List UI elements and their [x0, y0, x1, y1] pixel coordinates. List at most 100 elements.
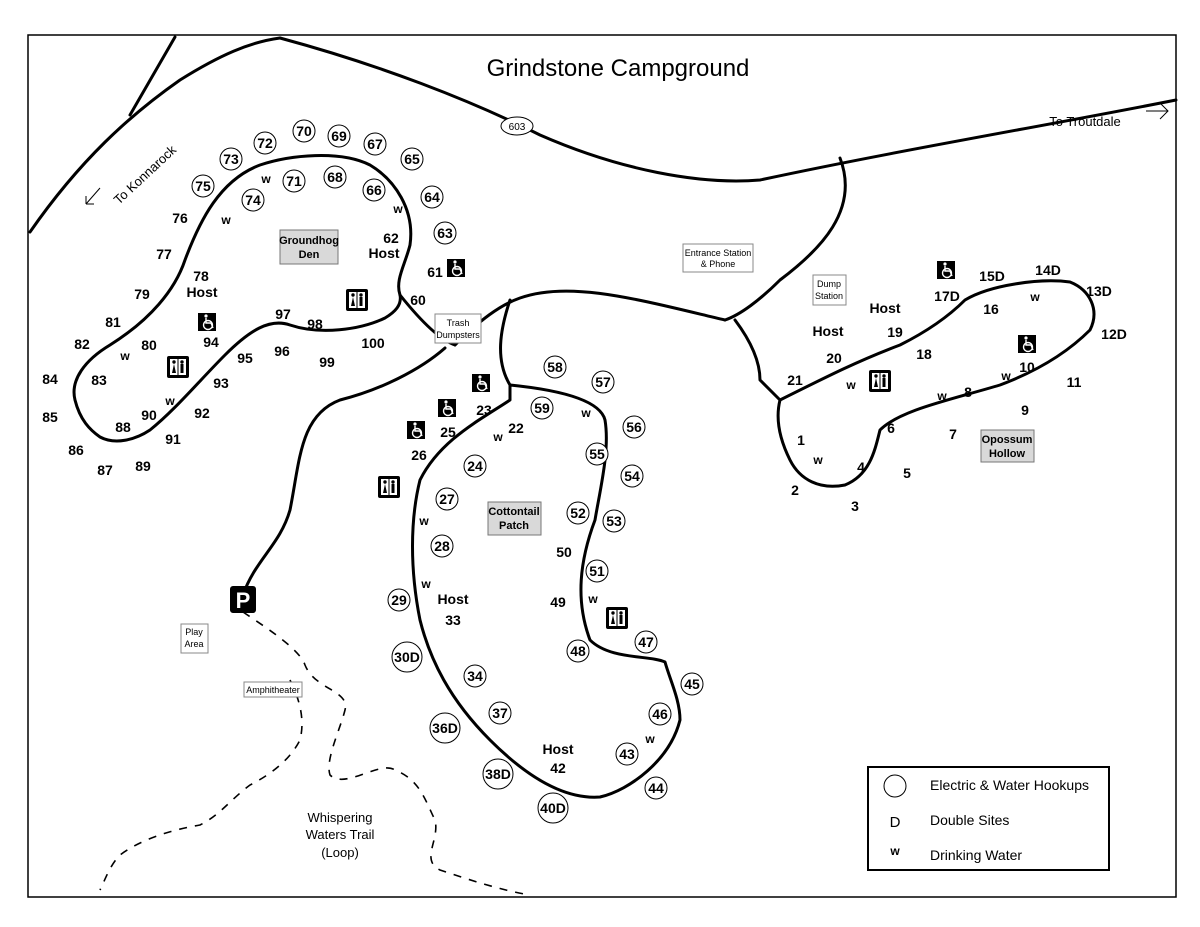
legend-double-symbol: D: [890, 814, 901, 831]
road-603: [278, 36, 1178, 183]
campsite-48: 48: [566, 639, 590, 663]
hookup-circle-icon: [429, 712, 461, 744]
drinking-water-icon: w: [587, 592, 598, 606]
legend-circle-icon: [883, 774, 907, 798]
campsite-85: 85: [42, 409, 58, 425]
drinking-water-icon: w: [812, 453, 823, 467]
drinking-water-icon: w: [580, 406, 591, 420]
campsite-number: 53: [606, 513, 622, 529]
hookup-circle-icon: [420, 185, 444, 209]
svg-text:Dumpsters: Dumpsters: [436, 330, 480, 340]
hookup-circle-icon: [323, 165, 347, 189]
campsite-13d: 13D: [1086, 283, 1112, 299]
campsite-25: 25: [440, 424, 456, 440]
campsite-42: 42: [550, 760, 566, 776]
svg-text:603: 603: [509, 122, 526, 133]
campsite-number: 34: [467, 668, 483, 684]
campsite-number: 38D: [485, 766, 511, 782]
drinking-water-icon: w: [1029, 290, 1040, 304]
campsite-number: 73: [223, 151, 239, 167]
hookup-circle-icon: [253, 131, 277, 155]
campsite-63: 63: [433, 221, 457, 245]
campsite-89: 89: [135, 458, 151, 474]
konnarock-direction: To Konnarock: [85, 142, 179, 207]
hookup-circle-icon: [634, 630, 658, 654]
dump-station-label: Dump Station: [812, 274, 847, 306]
hookup-circle-icon: [327, 124, 351, 148]
campsite-53: 53: [602, 509, 626, 533]
drinking-water-icon: w: [492, 430, 503, 444]
troutdale-direction: To Troutdale: [1049, 102, 1169, 129]
hookup-circle-icon: [362, 178, 386, 202]
campsite-number: 44: [648, 780, 664, 796]
trash-dumpsters-label: Trash Dumpsters: [434, 313, 482, 344]
campsite-number: 43: [619, 746, 635, 762]
drinking-water-icon: w: [220, 213, 231, 227]
campsite-number: 64: [424, 189, 440, 205]
hookup-circle-icon: [282, 169, 306, 193]
hookup-circle-icon: [435, 487, 459, 511]
campsite-3: 3: [851, 498, 859, 514]
campsite-number: 56: [626, 419, 642, 435]
wheelchair-accessible-icon: [472, 374, 490, 392]
hookup-circle-icon: [615, 742, 639, 766]
hookup-circle-icon: [648, 702, 672, 726]
hookup-circle-icon: [566, 639, 590, 663]
campsite-100: 100: [361, 335, 385, 351]
campsite-number: 65: [404, 151, 420, 167]
campsite-64: 64: [420, 185, 444, 209]
campsite-98: 98: [307, 316, 323, 332]
campsite-38d: 38D: [482, 758, 514, 790]
campsite-number: 70: [296, 123, 312, 139]
campsite-number: 68: [327, 169, 343, 185]
campsite-94: 94: [203, 334, 219, 350]
svg-text:(Loop): (Loop): [321, 845, 359, 860]
campsite-21: 21: [787, 372, 803, 388]
route-603-shield: 603: [500, 116, 534, 136]
wheelchair-accessible-icon: [937, 261, 955, 279]
campsite-70: 70: [292, 119, 316, 143]
restroom-icon: [869, 370, 891, 392]
campsite-number: 71: [286, 173, 302, 189]
campsite-73: 73: [219, 147, 243, 171]
campsite-87: 87: [97, 462, 113, 478]
campsite-24: 24: [463, 454, 487, 478]
campsite-52: 52: [566, 501, 590, 525]
campsite-number: 72: [257, 135, 273, 151]
host-label: Host: [186, 284, 217, 300]
hookup-circle-icon: [620, 464, 644, 488]
hookup-circle-icon: [482, 758, 514, 790]
arrow-right-icon: [1146, 102, 1169, 120]
campsite-1: 1: [797, 432, 805, 448]
campsite-20: 20: [826, 350, 842, 366]
host-label: Host: [437, 591, 468, 607]
campsite-88: 88: [115, 419, 131, 435]
road-to-parking: [241, 346, 447, 597]
whispering-waters-trail-path: [99, 611, 531, 896]
svg-text:Hollow: Hollow: [989, 448, 1025, 460]
legend-double-label: Double Sites: [930, 812, 1009, 828]
campsite-17d: 17D: [934, 288, 960, 304]
campsite-50: 50: [556, 544, 572, 560]
campsite-number: 45: [684, 676, 700, 692]
whispering-waters-trail-label: Whispering Waters Trail (Loop): [306, 810, 375, 860]
hookup-circle-icon: [219, 147, 243, 171]
campsite-37: 37: [488, 701, 512, 725]
campsite-65: 65: [400, 147, 424, 171]
host-label: Host: [368, 245, 399, 261]
restroom-icon: [346, 289, 368, 311]
parking-icon: P: [230, 586, 256, 613]
campsite-number: 63: [437, 225, 453, 241]
campsite-71: 71: [282, 169, 306, 193]
svg-text:Den: Den: [299, 249, 320, 261]
hookup-circle-icon: [585, 559, 609, 583]
drinking-water-icon: w: [845, 378, 856, 392]
map-title: Grindstone Campground: [487, 55, 750, 82]
campsite-12d: 12D: [1101, 326, 1127, 342]
svg-text:Opossum: Opossum: [982, 434, 1033, 446]
campsite-number: 58: [547, 359, 563, 375]
cottontail-patch-label: Cottontail Patch: [487, 501, 542, 536]
campsite-67: 67: [363, 132, 387, 156]
svg-text:Play: Play: [185, 627, 203, 637]
